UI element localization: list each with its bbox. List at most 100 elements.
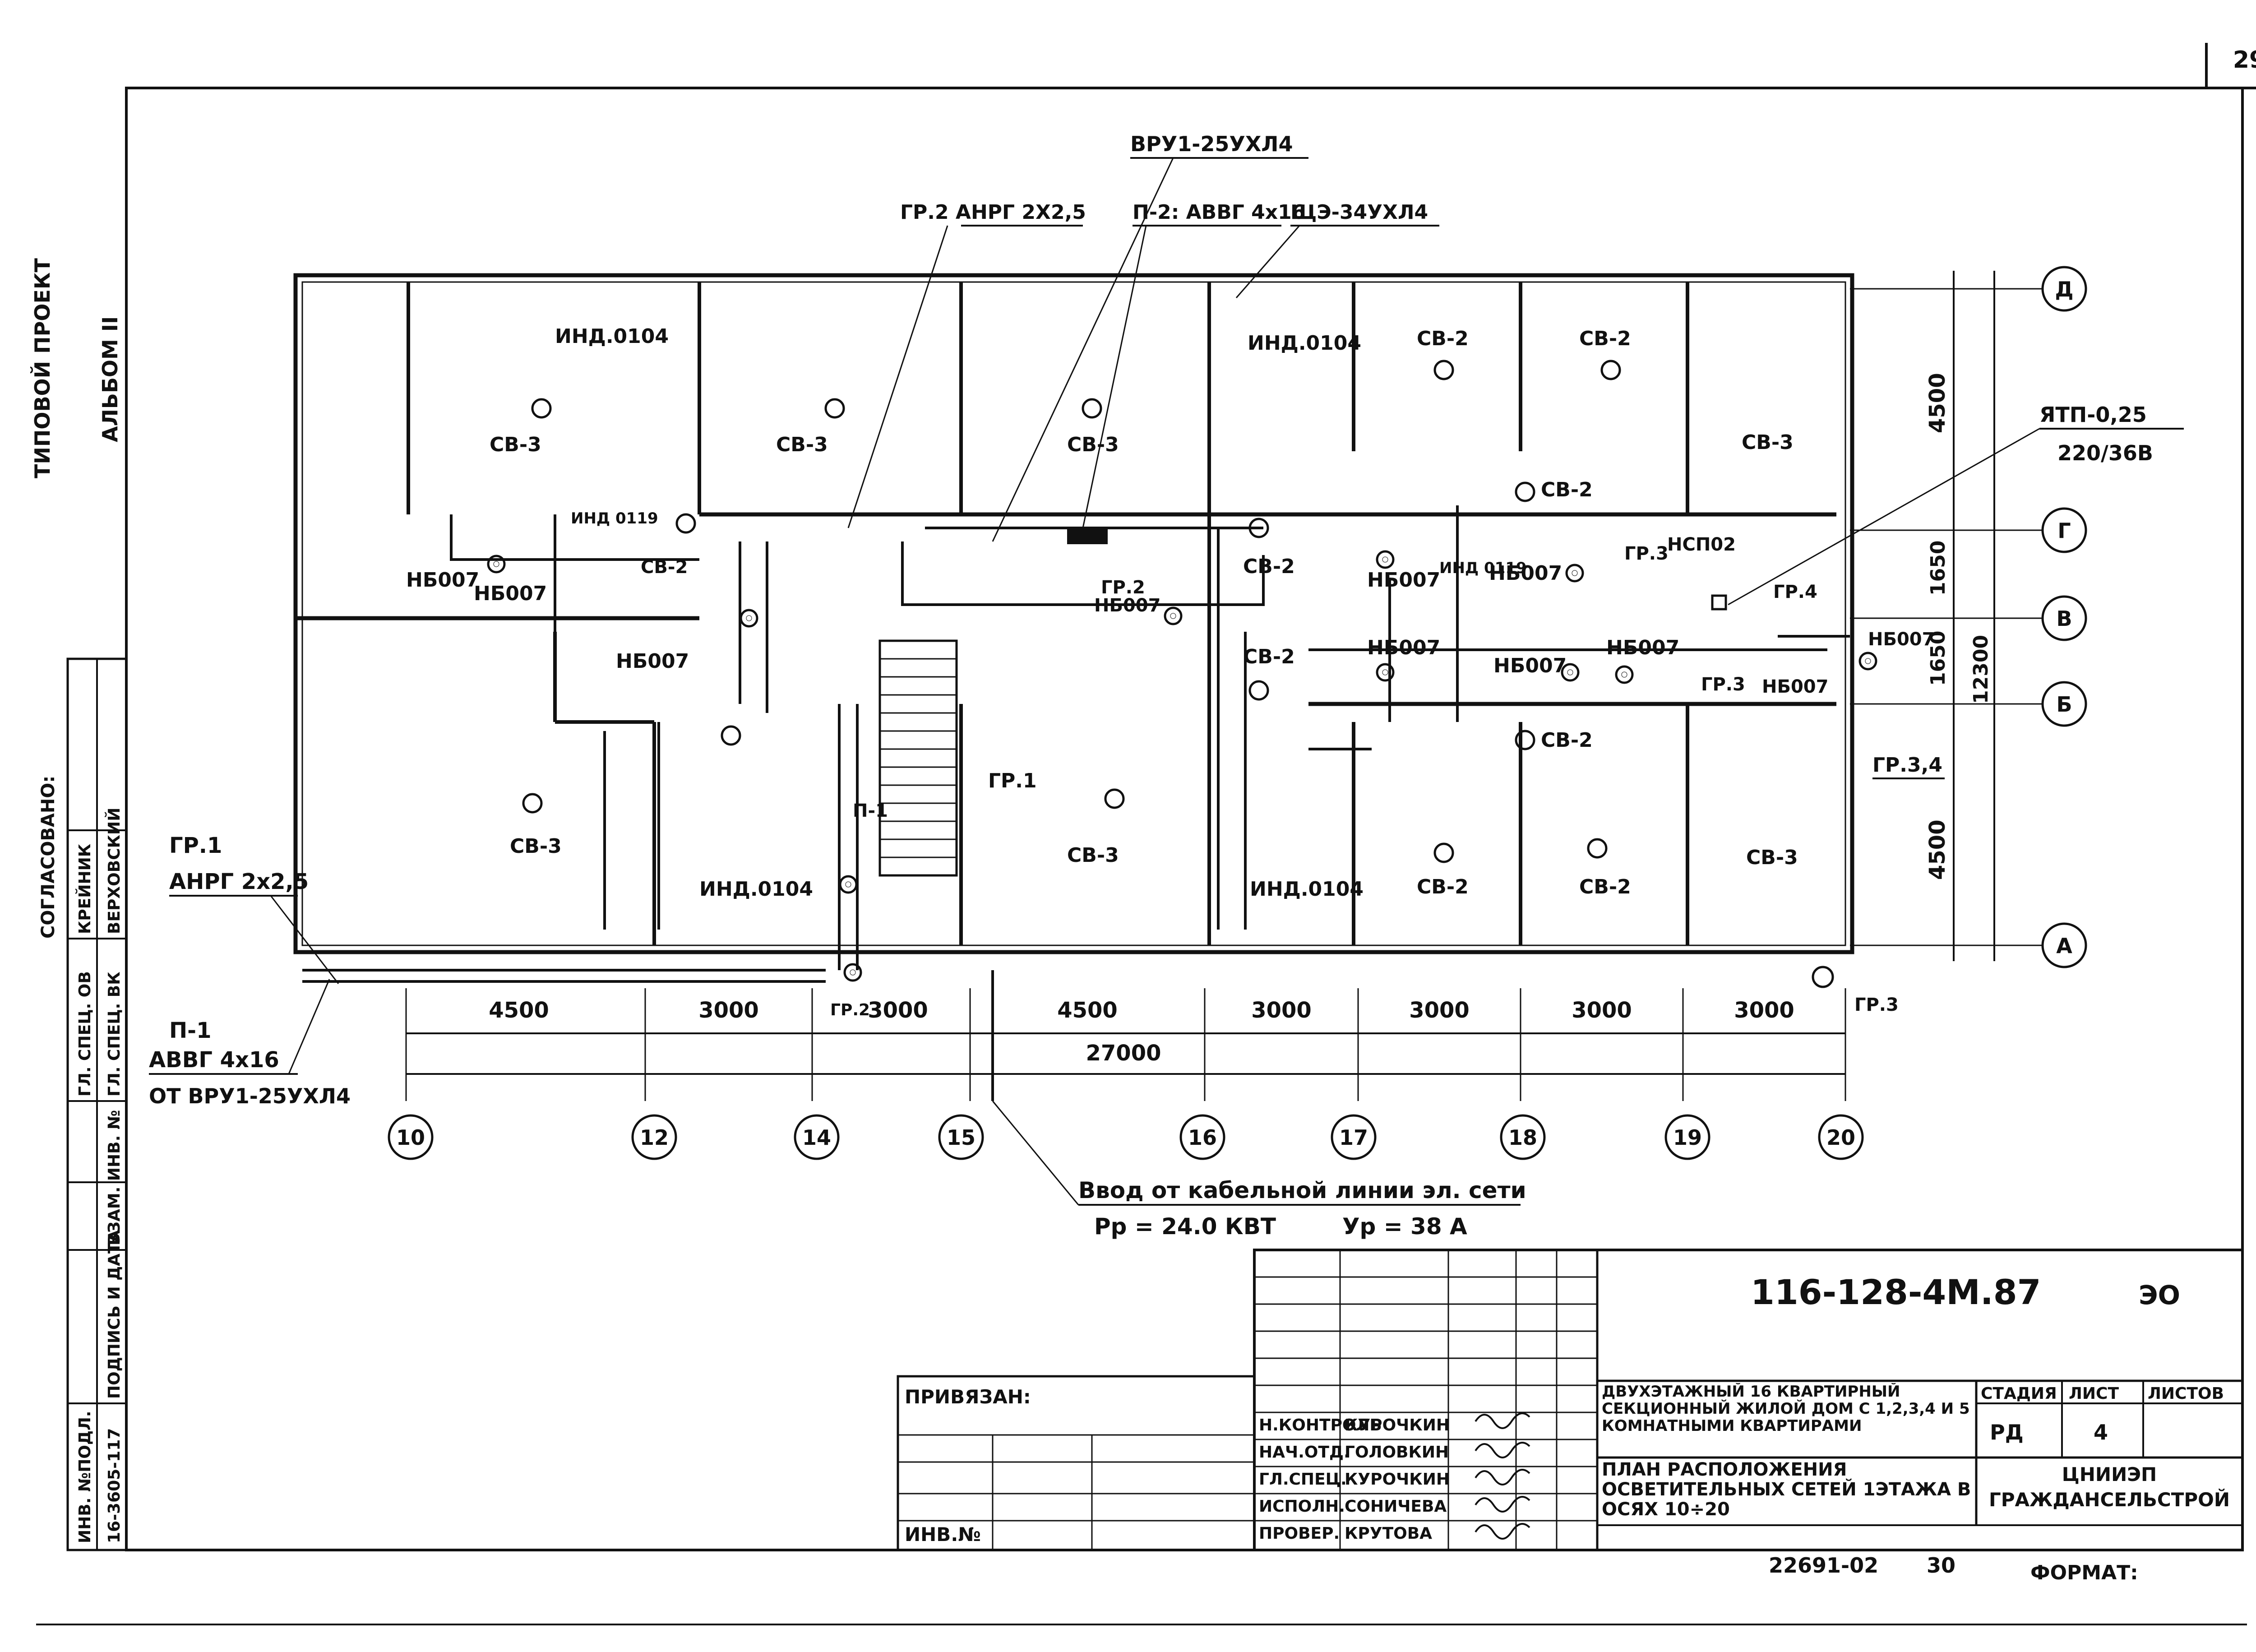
project-name-box: ДВУХЭТАЖНЫЙ 16 КВАРТИРНЫЙ СЕКЦИОННЫЙ ЖИЛ… (1602, 1383, 1970, 1435)
dim-bottom-6: 3000 (1409, 998, 1470, 1023)
room-label: СВ-2 (641, 557, 688, 578)
distribution-board (1067, 528, 1108, 544)
page-number: 29 (2233, 46, 2256, 74)
label-gr1: ГР.1 (169, 833, 222, 858)
dim-bottom-3: 3000 (868, 998, 928, 1023)
approval-name-2: ВЕРХОВСКИЙ (105, 808, 124, 934)
label-p1-from: ОТ ВРУ1-25УХЛ4 (149, 1084, 351, 1108)
label-gr34: ГР.3,4 (1872, 754, 1942, 777)
org-name: ЦНИИЭП ГРАЖДАНСЕЛЬСТРОЙ (1988, 1463, 2230, 1511)
dim-bottom-8: 3000 (1734, 998, 1794, 1023)
label-gr3-bottom: ГР.3 (1854, 995, 1899, 1015)
axis-label-20: 20 (1826, 1125, 1855, 1150)
approval-role-1: ГЛ. СПЕЦ. ОВ (76, 971, 94, 1097)
stamp-label-replace: ВЗАМ. ИНВ. № (105, 1110, 124, 1245)
approval-strip (66, 657, 128, 1551)
label-p1-cable: АВВГ 4х16 (149, 1047, 279, 1073)
doc-code: 116-128-4М.87 (1751, 1272, 2041, 1312)
person-role-5: ПРОВЕР. (1259, 1524, 1340, 1543)
stage-value: РД (1990, 1420, 2024, 1444)
label-p1: П-1 (169, 1018, 212, 1043)
person-name-1: КУРОЧКИН (1345, 1416, 1450, 1435)
sheet-title-box: ПЛАН РАСПОЛОЖЕНИЯ ОСВЕТИТЕЛЬНЫХ СЕТЕЙ 1Э… (1602, 1460, 1971, 1519)
room-label: ГР.4 (1773, 582, 1817, 602)
room-label: НБ007 (1094, 595, 1160, 616)
room-label: П-1 (853, 801, 888, 821)
dimension-chain-bottom (405, 988, 1846, 1101)
room-label: НБ007 (616, 650, 689, 673)
room-label: ГР.2 (1101, 577, 1145, 598)
room-label: НБ007 (1489, 562, 1562, 585)
side-label-agreed: СОГЛАСОВАНО: (38, 776, 59, 939)
axis-label-17: 17 (1339, 1125, 1368, 1150)
person-name-5: КРУТОВА (1345, 1524, 1432, 1543)
room-label: ИНД.0104 (555, 325, 669, 348)
sheet-header: ЛИСТ (2069, 1384, 2119, 1403)
room-label: СВ-2 (1417, 327, 1469, 350)
axis-label-10: 10 (396, 1125, 425, 1150)
room-label: НБ007 (1868, 629, 1934, 650)
label-transformer-voltage: 220/36В (2057, 441, 2153, 465)
dim-right-3: 1650 (1927, 631, 1950, 686)
room-label: СВ-3 (490, 433, 541, 456)
room-label: НБ007 (474, 582, 547, 605)
axis-label-D: Д (2055, 277, 2074, 301)
dim-right-1: 4500 (1925, 373, 1950, 433)
dim-bottom-total: 27000 (1086, 1041, 1161, 1066)
approval-name-1: КРЕЙНИК (75, 844, 94, 934)
building-plan (293, 273, 1854, 1101)
sheets-header: ЛИСТОВ (2148, 1384, 2224, 1403)
side-label-project: ТИПОВОЙ ПРОЕКТ (30, 258, 55, 478)
drawing-frame (125, 87, 2244, 1551)
room-label: СВ-2 (1579, 327, 1631, 350)
room-label: СВ-3 (1067, 433, 1119, 456)
input-note: Ввод от кабельной линии эл. сети (1078, 1177, 1526, 1203)
person-name-2: ГОЛОВКИН (1345, 1443, 1449, 1462)
org-box: ЦНИИЭП ГРАЖДАНСЕЛЬСТРОЙ (1988, 1463, 2230, 1511)
axis-label-14: 14 (802, 1125, 831, 1150)
room-label: НБ007 (1762, 676, 1828, 697)
room-label: СВ-2 (1541, 478, 1593, 501)
archive-suffix: 30 (1927, 1553, 1956, 1578)
stamp-label-inv: ИНВ. №ПОДЛ. (76, 1411, 94, 1543)
axis-label-19: 19 (1673, 1125, 1702, 1150)
dim-bottom-4: 4500 (1057, 998, 1118, 1023)
room-label: ИНД.0104 (1250, 878, 1364, 901)
label-shch: ЩЭ-34УХЛ4 (1290, 201, 1428, 224)
dim-right-4: 4500 (1925, 819, 1950, 880)
room-label: ГР.3 (1624, 543, 1669, 564)
person-role-2: НАЧ.ОТД. (1259, 1443, 1350, 1462)
room-label: ИНД.0104 (699, 878, 813, 901)
lamp-symbols (487, 360, 1877, 988)
room-label: ИНД 0119 (571, 509, 658, 528)
room-label: СВ-2 (1579, 875, 1631, 898)
label-gr2-bottom: ГР.2 (830, 1001, 870, 1019)
room-label: СВ-3 (510, 835, 562, 858)
axis-label-12: 12 (640, 1125, 669, 1150)
room-label: СВ-3 (776, 433, 828, 456)
axis-label-16: 16 (1188, 1125, 1217, 1150)
dim-right-total: 12300 (1969, 635, 1992, 704)
room-label: ГР.3 (1701, 674, 1745, 695)
signatures (1475, 1412, 1530, 1540)
room-label: ГР.1 (988, 769, 1037, 792)
room-label: СВ-2 (1243, 645, 1295, 668)
label-gr2-cable: ГР.2 АНРГ 2Х2,5 (900, 201, 1086, 224)
privyazan-label: ПРИВЯЗАН: (905, 1386, 1031, 1408)
side-label-album: АЛЬБОМ II (98, 316, 122, 442)
axis-markers-horizontal (1850, 266, 2087, 968)
room-label: СВ-2 (1541, 729, 1593, 752)
room-label: НБ007 (1367, 636, 1440, 659)
label-p2-cable: П-2: АВВГ 4х16 (1133, 201, 1305, 224)
room-label: СВ-3 (1746, 846, 1798, 869)
room-label: НСП02 (1667, 534, 1736, 555)
title-block (897, 1249, 2244, 1551)
dim-bottom-2: 3000 (698, 998, 759, 1023)
archive-number: 22691-02 (1769, 1553, 1878, 1578)
label-gr1-cable: АНРГ 2х2,5 (169, 869, 309, 894)
person-role-1: Н.КОНТРОЛЬ (1259, 1416, 1382, 1435)
power-ip: Ур = 38 А (1342, 1213, 1467, 1240)
stage-header: СТАДИЯ (1981, 1384, 2057, 1403)
axis-label-V: В (2056, 606, 2072, 631)
